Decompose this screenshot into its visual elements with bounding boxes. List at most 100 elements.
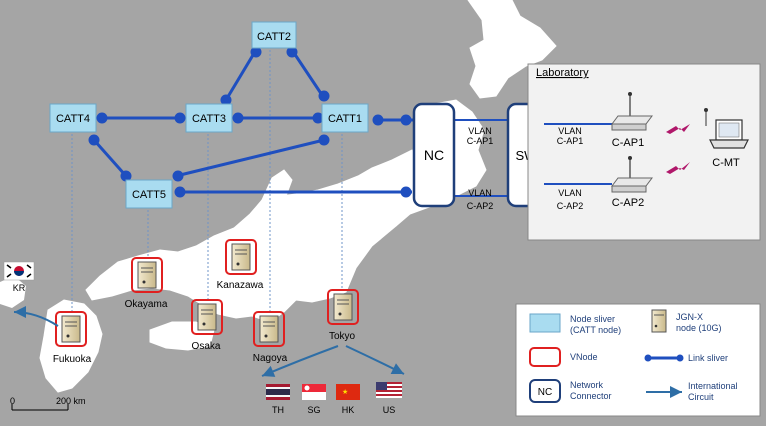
link-endpoint (644, 354, 652, 362)
flag-th-icon (266, 384, 290, 400)
legend-node-sliver-line2: (CATT node) (570, 325, 621, 335)
catt5-label: CATT5 (132, 189, 166, 201)
legend-node-sliver-swatch (529, 313, 561, 333)
laboratory-title: Laboratory (536, 67, 589, 79)
fukuoka-label: Fukuoka (53, 354, 92, 365)
catt-node-catt5[interactable]: CATT5 (125, 179, 173, 209)
nagoya-label: Nagoya (253, 353, 288, 364)
vlan1-left-line1: VLAN (468, 126, 492, 136)
cap2-label: C-AP2 (612, 197, 644, 209)
link-endpoint (318, 134, 330, 146)
link-endpoint (172, 170, 184, 182)
catt-node-catt4[interactable]: CATT4 (49, 103, 97, 133)
link-endpoint (88, 134, 100, 146)
catt4-label: CATT4 (56, 113, 90, 125)
laboratory-panel: Laboratory VLAN C-AP1 VLAN C-AP2 C-AP1 C… (527, 63, 761, 241)
legend-server-icon (651, 309, 667, 333)
nc-label: NC (424, 147, 444, 163)
korea-shape (0, 276, 26, 308)
vlan1-left-line2: C-AP1 (467, 136, 494, 146)
server-icon (259, 315, 279, 343)
link-endpoint (318, 90, 330, 102)
flag-sg-icon (302, 384, 326, 400)
link-endpoint (286, 46, 298, 58)
legend-vnode-swatch (529, 347, 561, 367)
link-endpoint (400, 114, 412, 126)
vnode-fukuoka[interactable]: Fukuoka (53, 311, 92, 365)
kanazawa-label: Kanazawa (217, 280, 264, 291)
catt-node-catt1[interactable]: CATT1 (321, 103, 369, 133)
cmt-label: C-MT (712, 157, 740, 169)
hokkaido-shape (467, 0, 557, 99)
vnode-osaka[interactable]: Osaka (191, 299, 223, 352)
vlan2-right-line1: VLAN (558, 188, 582, 198)
international-arrow-kr (13, 306, 59, 327)
link-catt2-catt1 (290, 49, 326, 99)
vnode-okayama[interactable]: Okayama (125, 257, 168, 310)
link-endpoint (232, 112, 244, 124)
link-endpoint (372, 114, 384, 126)
vnode-nagoya[interactable]: Nagoya (253, 311, 288, 364)
legend-jgnx-line1: JGN-X (676, 312, 703, 322)
catt3-label: CATT3 (192, 113, 226, 125)
vnode-tokyo[interactable]: Tokyo (327, 289, 359, 342)
scale-distance: 200 km (56, 396, 86, 406)
sg-label: SG (307, 405, 320, 415)
scale-zero: 0 (10, 396, 15, 406)
link-catt4-catt5 (92, 139, 128, 177)
catt2-label: CATT2 (257, 31, 291, 43)
legend-network-connector-line1: Network (570, 380, 604, 390)
access-point-icon (611, 92, 653, 131)
flag-us-icon (376, 382, 402, 398)
flag-hk-icon: ★ (336, 384, 360, 400)
server-icon (61, 315, 81, 343)
network-connector-nc[interactable]: NC (412, 102, 456, 208)
legend-network-connector-line2: Connector (570, 391, 612, 401)
catt1-label: CATT1 (328, 113, 362, 125)
international-arrow-west (261, 345, 339, 377)
link-endpoint (174, 186, 186, 198)
catt-node-catt3[interactable]: CATT3 (185, 103, 233, 133)
server-icon (231, 243, 251, 271)
legend-international-line2: Circuit (688, 392, 714, 402)
access-point-icon (611, 156, 653, 193)
vlan1-right-line1: VLAN (558, 126, 582, 136)
legend-jgnx-line2: node (10G) (676, 323, 722, 333)
legend-nc-swatch (529, 379, 561, 403)
tokyo-label: Tokyo (329, 331, 356, 342)
vlan2-right-line2: C-AP2 (557, 201, 584, 211)
international-arrow-us (345, 345, 405, 375)
link-endpoint (400, 186, 412, 198)
link-slivers (88, 46, 508, 198)
kr-label: KR (13, 283, 26, 293)
link-endpoint (120, 170, 132, 182)
link-endpoint (250, 46, 262, 58)
vlan-labels: VLAN C-AP1 VLAN C-AP2 (467, 126, 494, 211)
hk-label: HK (342, 405, 355, 415)
link-catt3-catt2 (224, 49, 258, 101)
link-catt5-catt1 (175, 138, 325, 178)
vnode-kanazawa[interactable]: Kanazawa (217, 239, 264, 291)
vlan1-right-line2: C-AP1 (557, 136, 584, 146)
legend-international-line1: International (688, 381, 738, 391)
server-icon (137, 261, 157, 289)
honshu-main-shape (85, 149, 425, 323)
cap1-label: C-AP1 (612, 137, 644, 149)
scale-bar: 0 200 km (10, 396, 86, 411)
laptop-icon (704, 108, 749, 149)
vlan2-left-line2: C-AP2 (467, 201, 494, 211)
legend-link-sliver-label: Link sliver (688, 353, 728, 363)
link-endpoint (96, 112, 108, 124)
link-endpoint (220, 94, 232, 106)
legend-vnode-label: VNode (570, 352, 598, 362)
wireless-signal-icon (666, 124, 690, 134)
okayama-label: Okayama (125, 299, 168, 310)
link-endpoint (312, 112, 324, 124)
link-endpoint (174, 112, 186, 124)
us-label: US (383, 405, 396, 415)
th-label: TH (272, 405, 284, 415)
catt-node-catt2[interactable]: CATT2 (251, 21, 297, 49)
svg-text:★: ★ (342, 388, 348, 396)
drop-lines (71, 50, 343, 312)
